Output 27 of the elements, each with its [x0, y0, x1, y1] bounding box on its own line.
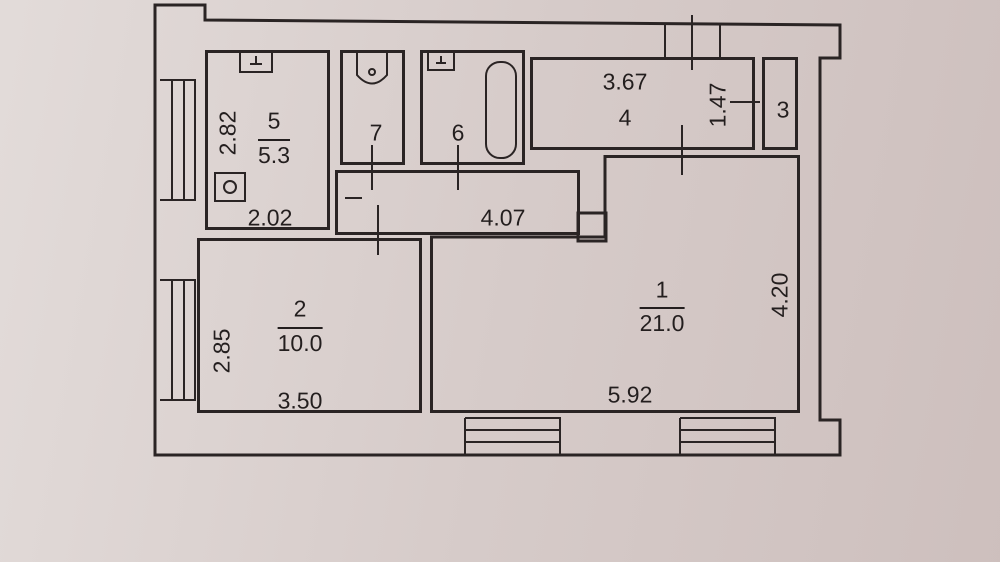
room-label: 4.07: [480, 206, 526, 230]
room: [197, 238, 422, 413]
room-label: 7: [370, 122, 382, 144]
room-label: 6: [452, 122, 464, 144]
room: [762, 57, 798, 150]
room-number: 5: [268, 110, 280, 132]
room: [205, 50, 330, 230]
room-label: 2.02: [248, 206, 292, 230]
room: [430, 155, 800, 413]
room-label: 5.92: [608, 384, 652, 406]
room: [340, 50, 405, 165]
room-label: 3: [776, 98, 790, 122]
room-number: 2: [294, 298, 306, 320]
room-label: 3.50: [278, 390, 322, 412]
room-number: 1: [656, 278, 668, 302]
dimension-label: 4.20: [768, 272, 792, 318]
room-area: 21.0: [640, 307, 684, 335]
room-area: 10.0: [278, 327, 322, 355]
dimension-label: 1.47: [706, 82, 730, 128]
room: [530, 57, 755, 150]
room-label: 4: [618, 106, 632, 130]
room: [335, 170, 580, 235]
dimension-label: 2.82: [216, 110, 240, 156]
dimension-label: 2.85: [210, 328, 234, 374]
room-area: 5.3: [258, 139, 290, 167]
room: [420, 50, 525, 165]
room-label: 3.67: [602, 70, 648, 94]
